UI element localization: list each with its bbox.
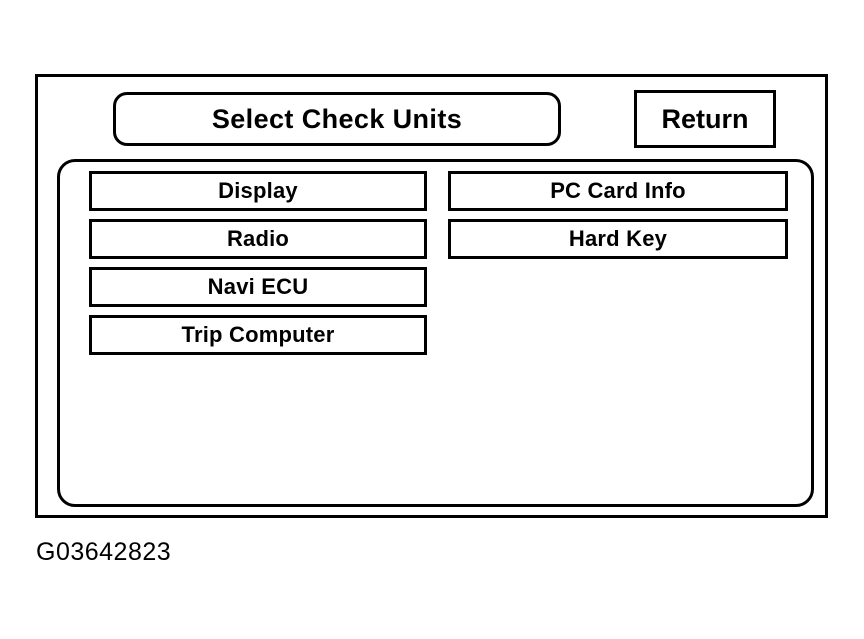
menu-item-hard-key[interactable]: Hard Key: [448, 219, 788, 259]
menu-content-panel: Display Radio Navi ECU Trip Computer PC …: [57, 159, 814, 507]
return-button-label: Return: [661, 103, 749, 134]
menu-item-display[interactable]: Display: [89, 171, 427, 211]
menu-item-pc-card-info[interactable]: PC Card Info: [448, 171, 788, 211]
menu-item-label: Hard Key: [568, 226, 668, 251]
return-button[interactable]: Return: [634, 90, 776, 148]
screen-title-bar: Select Check Units: [113, 92, 561, 146]
screen-header: Select Check Units Return: [38, 77, 825, 157]
menu-item-radio[interactable]: Radio: [89, 219, 427, 259]
page-title: Select Check Units: [211, 103, 463, 134]
menu-item-label: PC Card Info: [550, 178, 686, 203]
menu-item-trip-computer[interactable]: Trip Computer: [89, 315, 427, 355]
menu-button-grid: Display Radio Navi ECU Trip Computer PC …: [60, 162, 811, 504]
menu-item-navi-ecu[interactable]: Navi ECU: [89, 267, 427, 307]
device-screen-frame: Select Check Units Return Display Radio …: [35, 74, 828, 518]
menu-item-label: Radio: [226, 226, 290, 251]
menu-item-label: Navi ECU: [207, 274, 309, 299]
menu-column-right: PC Card Info Hard Key: [448, 171, 788, 267]
menu-column-left: Display Radio Navi ECU Trip Computer: [89, 171, 427, 363]
menu-item-label: Display: [218, 178, 298, 203]
menu-item-label: Trip Computer: [181, 322, 335, 347]
figure-caption: G03642823: [36, 538, 172, 566]
